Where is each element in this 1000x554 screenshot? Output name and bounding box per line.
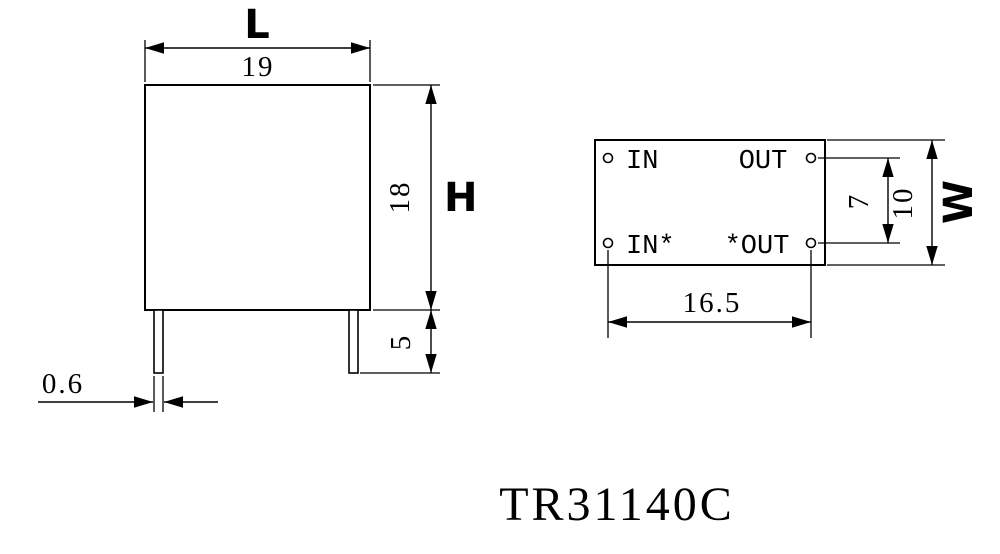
length-value: 19 [242,51,275,83]
pin-hole-out [805,152,817,164]
pin-label-in: IN [626,147,658,177]
height-axis-label: H [444,175,477,221]
top-view: IN OUT IN* *OUT 7 10 W 16.5 [594,139,982,338]
pin-label-out: OUT [739,147,788,177]
pin-hole-in-star [602,237,614,249]
dimension-length: L 19 [144,2,371,83]
pin-length-value: 5 [385,334,417,351]
component-body-outline [144,84,371,311]
pin-right [348,309,359,374]
dimension-width: 10 W [827,139,982,266]
top-view-outline [594,139,826,266]
pin-label-out-star: *OUT [725,232,790,262]
front-view: L 19 18 H 5 0.6 [38,2,477,412]
pin-left [153,309,164,374]
part-number: TR31140C [499,478,735,531]
body-height-value: 18 [384,181,416,214]
pin-hole-out-star [805,237,817,249]
pin-width-value: 0.6 [42,368,84,400]
dimension-row-spacing: 7 [818,157,900,244]
pin-label-in-star: IN* [626,232,675,262]
dimension-pin-width: 0.6 [38,368,218,412]
row-spacing-value: 7 [843,193,875,210]
dimension-pin-length: 5 [360,310,440,374]
column-spacing-value: 16.5 [683,287,742,319]
width-value: 10 [887,187,919,220]
dimension-column-spacing: 16.5 [607,250,812,338]
width-axis-label: W [936,180,982,224]
length-axis-label: L [244,2,270,48]
pin-hole-in [602,152,614,164]
dimension-body-height: 18 H [373,84,477,311]
